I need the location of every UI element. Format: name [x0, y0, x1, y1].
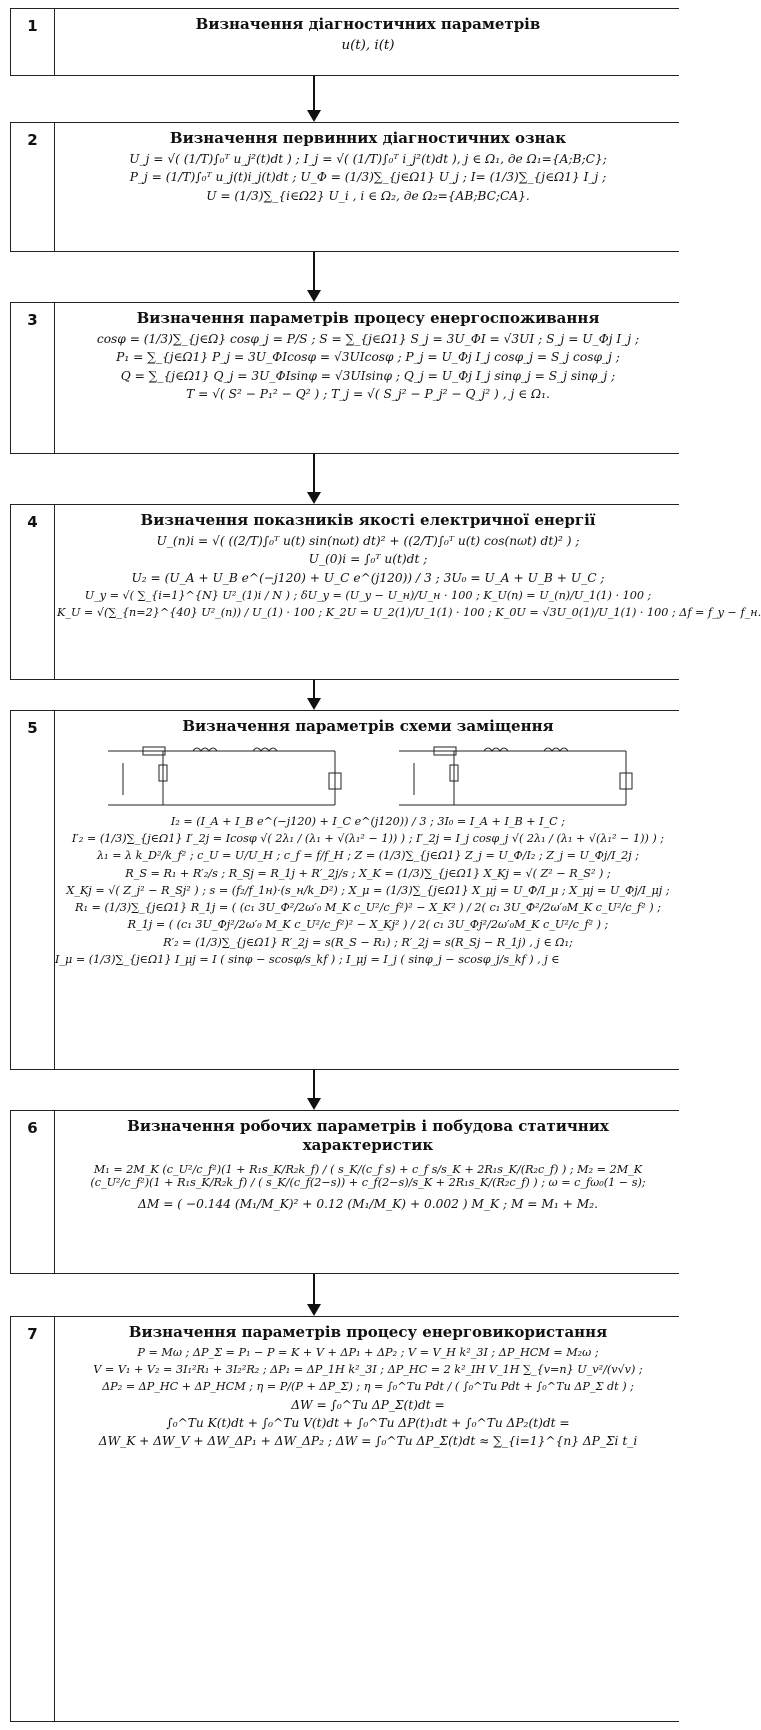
formula-line: P_j = (1/T)∫₀ᵀ u_j(t)i_j(t)dt ; U_Ф = (1…: [129, 170, 607, 185]
formula-line: λ₁ = λ k_D²/k_f² ; c_U = U/U_H ; c_f = f…: [96, 849, 640, 863]
block-title: Визначення робочих параметрів і побудова…: [127, 1117, 609, 1154]
flow-arrow: [306, 252, 322, 302]
formula-line: P = Mω ; ΔP_Σ = P₁ − P = K + V + ΔP₁ + Δ…: [137, 1346, 599, 1359]
formula-line: U_(n)i = √( ((2/T)∫₀ᵀ u(t) sin(nωt) dt)²…: [156, 534, 580, 548]
block-2: 2 Визначення первинних діагностичних озн…: [10, 122, 679, 252]
formula-line: U_(0)i = ∫₀ᵀ u(t)dt ;: [308, 552, 428, 567]
block-number: 5: [11, 711, 55, 1069]
formula-line: ΔW = ∫₀^Tu ΔP_Σ(t)dt =: [291, 1397, 445, 1412]
block-number: 1: [11, 9, 55, 75]
flow-arrow: [306, 1070, 322, 1110]
block-title: Визначення параметрів процесу енерговико…: [128, 1323, 608, 1341]
formula-line: T = √( S² − P₁² − Q² ) ; T_j = √( S_j² −…: [186, 387, 550, 402]
formula-line: X_Kj = √( Z_j² − R_Sj² ) ; s = (f₂/f_1н)…: [66, 883, 670, 897]
flow-arrow: [306, 680, 322, 710]
formula-line: ΔW_K + ΔW_V + ΔW_ΔP₁ + ΔW_ΔP₂ ; ΔW = ∫₀^…: [98, 1434, 638, 1449]
block-3: 3 Визначення параметрів процесу енергосп…: [10, 302, 679, 454]
flow-arrow: [306, 1274, 322, 1316]
formula-line: U₂ = (U_A + U_B e^(−j120) + U_C e^(j120)…: [131, 570, 605, 585]
block-title: Визначення первинних діагностичних ознак: [169, 129, 567, 147]
block-title: Визначення параметрів процесу енергоспож…: [136, 309, 600, 327]
formula-line: I_μ = (1/3)∑_{j∈Ω1} I_μj = I ( sinφ − sc…: [55, 952, 560, 966]
flow-arrow: [306, 454, 322, 504]
formula-line: u(t), i(t): [341, 38, 395, 53]
block-4: 4 Визначення показників якості електричн…: [10, 504, 761, 680]
block-title: Визначення параметрів схеми заміщення: [182, 717, 554, 735]
formula-line: ΔP₂ = ΔP_HC + ΔP_HCM ; η = P/(P + ΔP_Σ) …: [102, 1380, 634, 1394]
block-5: 5 Визначення параметрів схеми заміщення: [10, 710, 679, 1070]
formula-line: R′₂ = (1/3)∑_{j∈Ω1} R′_2j = s(R_S − R₁) …: [163, 935, 573, 949]
formula-line: K_U = √(∑_{n=2}^{40} U²_(n)) / U_(1) · 1…: [57, 606, 761, 620]
equivalent-circuit-left: [107, 746, 341, 806]
block-number: 4: [11, 505, 55, 679]
formula-line: cosφ = (1/3)∑_{j∈Ω} cosφ_j = P/S ; S = ∑…: [96, 332, 640, 346]
block-number: 2: [11, 123, 55, 251]
formula-line: Q = ∑_{j∈Ω1} Q_j = 3U_ФIsinφ = √3UIsinφ …: [120, 368, 616, 383]
block-1: 1 Визначення діагностичних параметрів u(…: [10, 8, 679, 76]
formula-line: U_y = √( ∑_{i=1}^{N} U²_(1)i / N ) ; δU_…: [84, 589, 652, 603]
equivalent-circuit-right: [398, 746, 632, 806]
formula-line: R₁ = (1/3)∑_{j∈Ω1} R_1j = ( (c₁ 3U_Ф²/2ω…: [75, 901, 661, 915]
formula-line: I₂ = (I_A + I_B e^(−j120) + I_C e^(j120)…: [170, 815, 566, 828]
flow-arrow: [306, 76, 322, 122]
flowchart: 1 Визначення діагностичних параметрів u(…: [10, 8, 761, 1722]
formula-line: R_1j = ( (c₁ 3U_Фj²/2ω′₀ M_K c_U²/c_f²)²…: [127, 918, 609, 932]
formula-line: ∫₀^Tu K(t)dt + ∫₀^Tu V(t)dt + ∫₀^Tu ΔP(t…: [166, 1416, 570, 1431]
formula-line: I′₂ = (1/3)∑_{j∈Ω1} I′_2j = Icosφ √( 2λ₁…: [71, 832, 665, 846]
formula-line: P₁ = ∑_{j∈Ω1} P_j = 3U_ФIcosφ = √3UIcosφ…: [116, 350, 620, 365]
formula-line: M₁ = 2M_K (c_U²/c_f²)(1 + R₁s_K/R₂k_f) /…: [90, 1163, 646, 1190]
formula-line: ΔM = ( −0.144 (M₁/M_K)² + 0.12 (M₁/M_K) …: [138, 1197, 598, 1212]
equivalent-circuit-diagrams: [77, 739, 659, 811]
block-number: 3: [11, 303, 55, 453]
formula-line: U = (1/3)∑_{i∈Ω2} U_i , i ∈ Ω₂, де Ω₂={A…: [206, 188, 530, 203]
block-number: 7: [11, 1317, 55, 1721]
block-title: Визначення діагностичних параметрів: [195, 15, 541, 33]
formula-line: V = V₁ + V₂ = 3I₁²R₁ + 3I₂²R₂ ; ΔP₁ = ΔP…: [93, 1363, 643, 1377]
block-number: 6: [11, 1111, 55, 1273]
formula-line: U_j = √( (1/T)∫₀ᵀ u_j²(t)dt ) ; I_j = √(…: [129, 152, 607, 166]
formula-line: R_S = R₁ + R′₂/s ; R_Sj = R_1j + R′_2j/s…: [125, 866, 611, 880]
block-7: 7 Визначення параметрів процесу енергови…: [10, 1316, 679, 1722]
block-title: Визначення показників якості електричної…: [140, 511, 596, 529]
block-6: 6 Визначення робочих параметрів і побудо…: [10, 1110, 679, 1274]
